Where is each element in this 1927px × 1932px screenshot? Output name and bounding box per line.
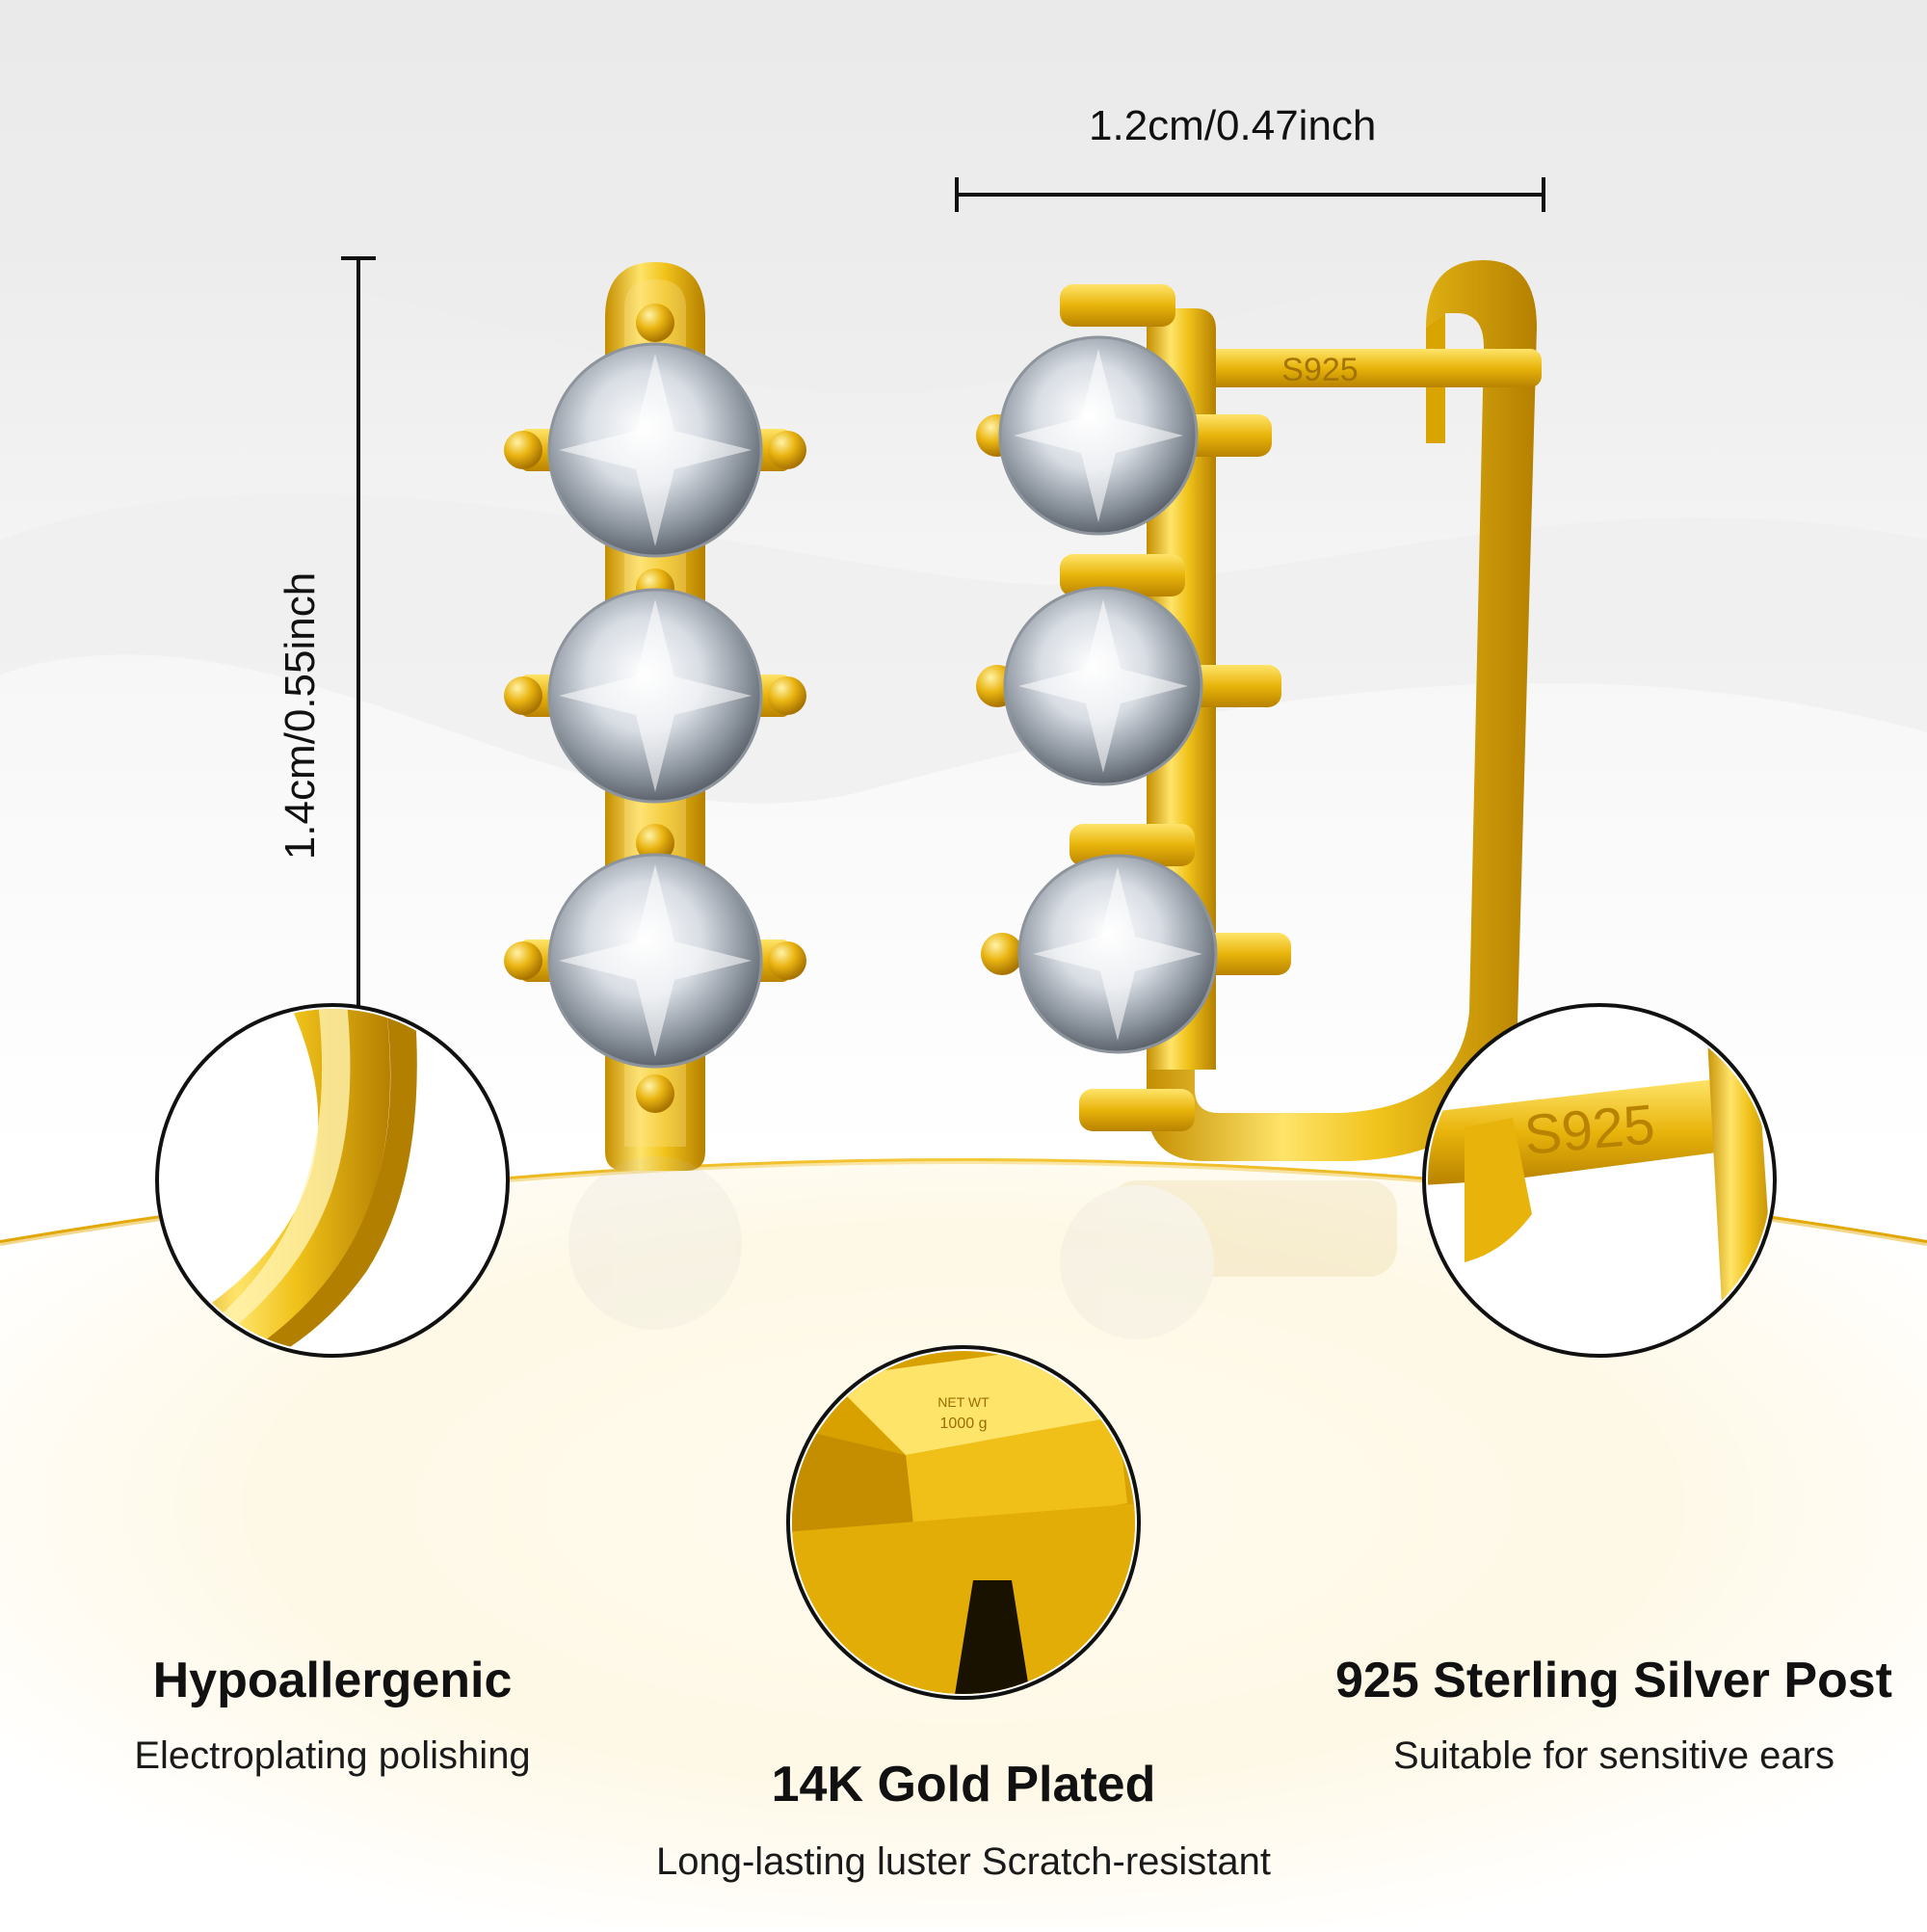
front-stone-2 [504,588,806,804]
feature-subtitle-gold-plated: Long-lasting luster Scratch-resistant [655,1840,1272,1883]
silk-fold [0,493,1927,804]
s925-post-closeup-icon: S925 [1422,1003,1777,1358]
side-stone-1 [976,335,1272,536]
front-earring [504,262,806,1330]
feature-subtitle-hypoallergenic: Electroplating polishing [134,1734,531,1777]
side-stone-2 [976,586,1281,786]
s925-stamp: S925 [1281,352,1358,388]
feature-title-hypoallergenic: Hypoallergenic [152,1653,513,1708]
width-dimension-line [955,177,1545,212]
gold-bar-stamp-line-2: 1000 g [940,1416,988,1432]
gold-bar-stamp-line-1: NET WT [937,1394,990,1410]
front-stone-1 [504,342,806,558]
front-stone-3 [504,853,806,1069]
height-dimension-label: 1.4cm/0.55inch [277,571,324,860]
feature-title-sterling-silver-post: 925 Sterling Silver Post [1334,1653,1893,1708]
gold-bar-closeup-icon: NET WT 1000 g [786,1345,1141,1700]
side-stone-3 [981,854,1291,1054]
width-dimension-label: 1.2cm/0.47inch [1089,102,1377,149]
feature-subtitle-sterling-silver-post: Suitable for sensitive ears [1392,1734,1835,1777]
polished-band-closeup-icon [155,1003,510,1358]
silk-fold [0,0,1927,394]
feature-title-gold-plated: 14K Gold Plated [771,1757,1156,1813]
s925-closeup-stamp: S925 [1521,1093,1657,1167]
